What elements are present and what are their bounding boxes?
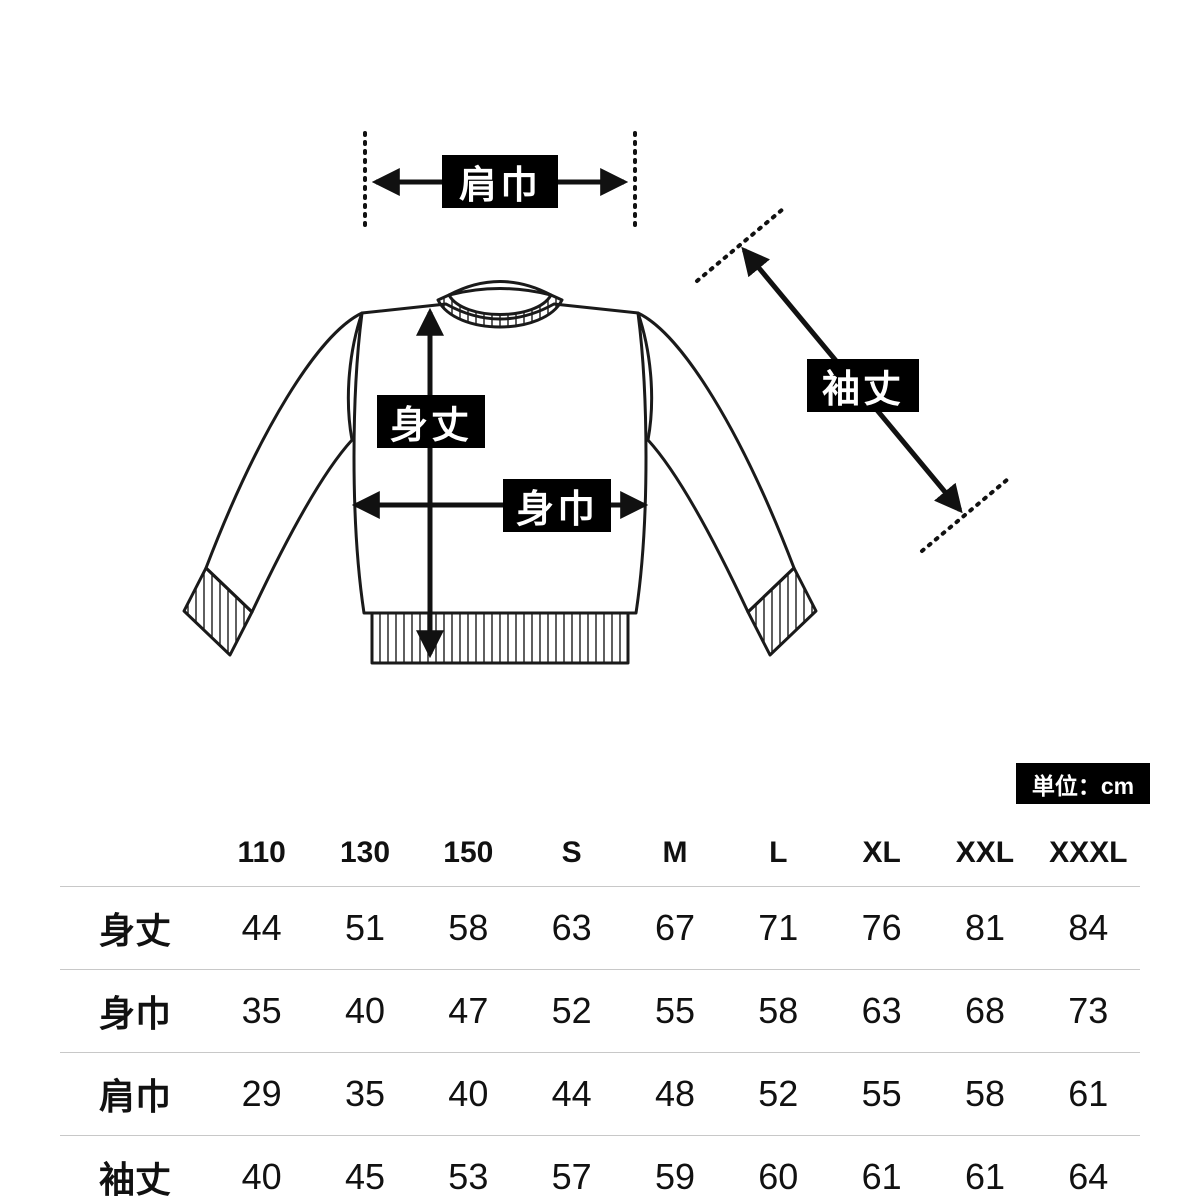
size-value: 53: [448, 1156, 489, 1197]
size-value: 60: [758, 1156, 799, 1197]
size-table-header-row: 110 130 150 S M L XL XXL XXXL: [60, 828, 1140, 887]
size-value: 44: [551, 1073, 592, 1114]
table-row: 身巾 35 40 47 52 55 58 63 68 73: [60, 969, 1140, 1053]
size-value: 35: [344, 1073, 386, 1114]
size-col-header: S: [561, 836, 582, 869]
size-value: 61: [1068, 1073, 1109, 1114]
size-value: 48: [654, 1073, 695, 1114]
garment-hem-rib: [370, 611, 630, 665]
sleeve-length-label: 袖丈: [807, 359, 919, 412]
size-col-header: XL: [862, 836, 901, 869]
size-value: 40: [344, 990, 386, 1031]
size-value: 73: [1068, 990, 1109, 1031]
size-value: 40: [448, 1073, 489, 1114]
size-value: 40: [241, 1156, 282, 1197]
size-col-header: 130: [339, 836, 391, 869]
garment-collar-rib: [436, 293, 564, 329]
table-row: 肩巾 29 35 40 44 48 52 55 58 61: [60, 1052, 1140, 1136]
size-value: 58: [448, 907, 489, 948]
size-table: 110 130 150 S M L XL XXL XXXL 身丈 44 51 5…: [60, 828, 1140, 1200]
size-value: 51: [344, 907, 386, 948]
row-label: 身巾: [98, 993, 171, 1034]
size-value: 58: [758, 990, 799, 1031]
size-table-corner: [60, 828, 210, 887]
sweatshirt-diagram: [182, 131, 1010, 665]
garment-right-sleeve: [636, 311, 796, 614]
size-col-header: XXXL: [1049, 836, 1128, 869]
table-row: 袖丈 40 45 53 57 59 60 61 61 64: [60, 1135, 1140, 1200]
size-value: 35: [241, 990, 282, 1031]
sleeve-guide-top: [695, 207, 785, 283]
garment-left-cuff: [182, 566, 254, 657]
size-col-header: XXL: [955, 836, 1015, 869]
size-value: 63: [551, 907, 592, 948]
size-col-header: 150: [443, 836, 494, 869]
size-value: 52: [551, 990, 592, 1031]
size-value: 44: [241, 907, 282, 948]
size-value: 45: [344, 1156, 386, 1197]
table-row: 身丈 44 51 58 63 67 71 76 81 84: [60, 886, 1140, 970]
size-value: 63: [861, 990, 902, 1031]
size-value: 55: [861, 1073, 902, 1114]
row-label: 身丈: [98, 910, 171, 951]
shoulder-width-label: 肩巾: [442, 155, 558, 208]
unit-badge: 単位：cm: [1016, 763, 1150, 804]
size-col-header: M: [662, 836, 688, 869]
size-value: 71: [758, 907, 799, 948]
garment-body: [352, 302, 648, 615]
garment-right-cuff: [746, 566, 818, 657]
size-value: 58: [964, 1073, 1005, 1114]
body-length-label: 身丈: [377, 395, 485, 448]
size-value: 81: [964, 907, 1005, 948]
size-value: 47: [448, 990, 489, 1031]
size-value: 29: [241, 1073, 282, 1114]
body-width-label: 身巾: [503, 479, 611, 532]
size-col-header: L: [769, 836, 788, 869]
row-label: 袖丈: [98, 1159, 171, 1200]
sleeve-guide-bottom: [920, 477, 1010, 553]
size-value: 67: [654, 907, 695, 948]
garment-left-sleeve: [204, 311, 364, 614]
size-value: 68: [964, 990, 1005, 1031]
size-value: 61: [964, 1156, 1005, 1197]
size-col-header: 110: [237, 836, 286, 869]
size-value: 59: [654, 1156, 695, 1197]
size-value: 64: [1068, 1156, 1109, 1197]
size-value: 76: [861, 907, 902, 948]
size-value: 84: [1068, 907, 1109, 948]
row-label: 肩巾: [98, 1076, 171, 1117]
garment-back-collar: [447, 280, 553, 297]
size-value: 52: [758, 1073, 799, 1114]
size-value: 55: [654, 990, 695, 1031]
size-value: 57: [551, 1156, 592, 1197]
size-value: 61: [861, 1156, 902, 1197]
